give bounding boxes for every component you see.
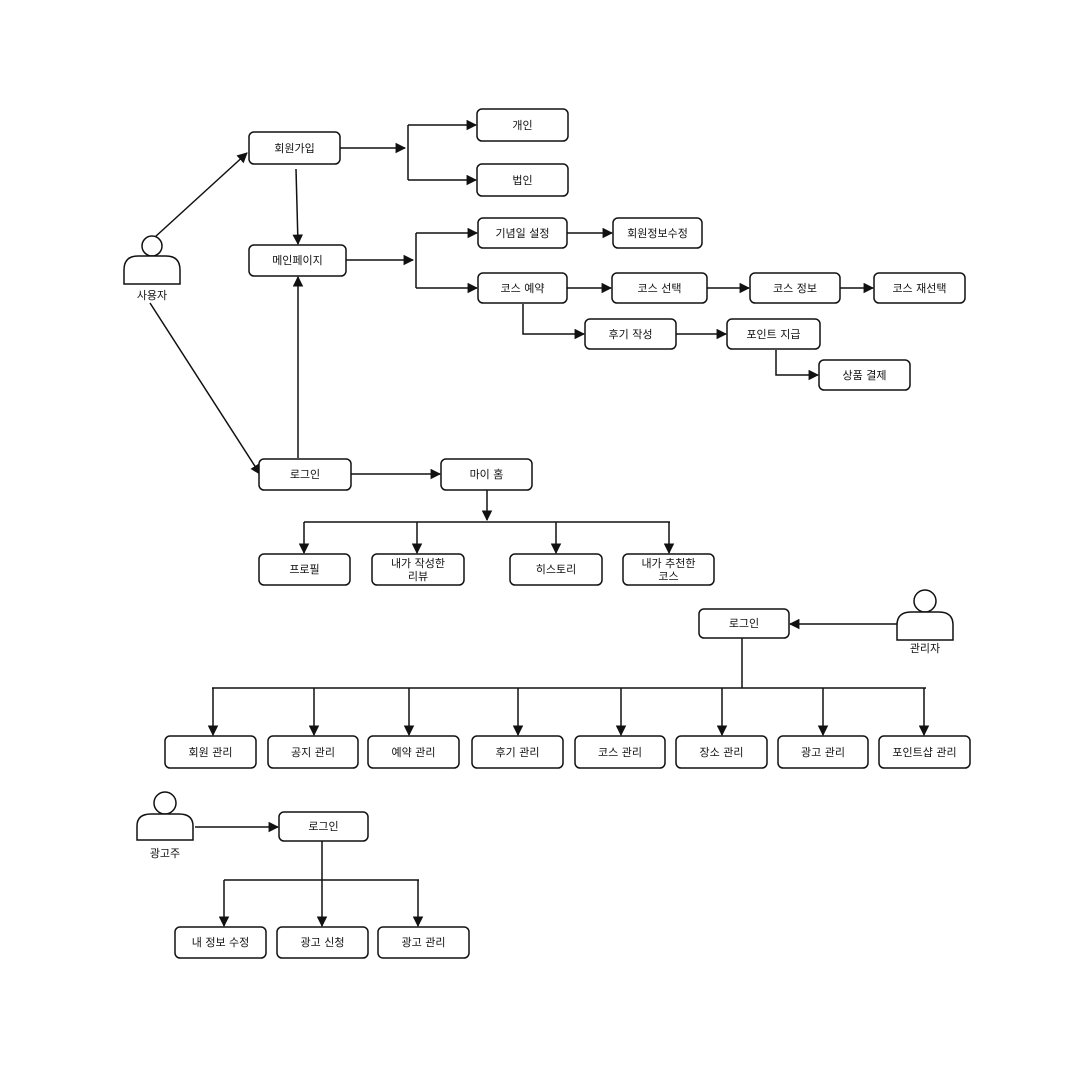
node-product-payment: 상품 결제 bbox=[818, 359, 911, 391]
node-write-review-label: 후기 작성 bbox=[609, 328, 653, 341]
user-actor-head-icon bbox=[141, 235, 163, 257]
node-my-info-edit: 내 정보 수정 bbox=[174, 926, 267, 959]
edge-user-signup bbox=[154, 152, 248, 238]
node-ad-mgmt: 광고 관리 bbox=[777, 735, 869, 769]
node-course-mgmt: 코스 관리 bbox=[574, 735, 666, 769]
node-main-page-label: 메인페이지 bbox=[272, 254, 323, 267]
node-course-reselect-label: 코스 재선택 bbox=[892, 282, 946, 295]
node-edit-member-info: 회원정보수정 bbox=[612, 217, 703, 249]
admin-actor-body-icon bbox=[896, 611, 954, 641]
node-user-login-label: 로그인 bbox=[290, 468, 320, 481]
node-course-booking: 코스 예약 bbox=[477, 272, 568, 304]
node-anniversary: 기념일 설정 bbox=[477, 217, 568, 249]
node-member-mgmt: 회원 관리 bbox=[164, 735, 257, 769]
advertiser-actor: 광고주 bbox=[136, 791, 194, 860]
node-recommended-label-line1: 내가 추천한 bbox=[641, 556, 695, 570]
node-ad-apply: 광고 신청 bbox=[276, 926, 369, 959]
node-my-home-label: 마이 홈 bbox=[470, 467, 504, 481]
node-review-mgmt-label: 후기 관리 bbox=[496, 746, 540, 759]
node-ad-manage-label: 광고 관리 bbox=[402, 936, 446, 949]
node-history: 히스토리 bbox=[509, 553, 603, 586]
node-main-page: 메인페이지 bbox=[248, 244, 347, 277]
node-course-info-label: 코스 정보 bbox=[773, 282, 817, 295]
node-product-payment-label: 상품 결제 bbox=[843, 369, 887, 382]
node-ad-mgmt-label: 광고 관리 bbox=[801, 746, 845, 759]
user-actor: 사용자 bbox=[123, 235, 181, 302]
node-point-payment-label: 포인트 지급 bbox=[746, 328, 800, 341]
node-my-info-edit-label: 내 정보 수정 bbox=[192, 936, 250, 949]
user-actor-body-icon bbox=[123, 255, 181, 285]
node-my-reviews-label-line1: 내가 작성한 bbox=[391, 557, 445, 570]
node-user-login: 로그인 bbox=[258, 458, 352, 491]
node-advertiser-login: 로그인 bbox=[278, 811, 369, 842]
node-individual-label: 개인 bbox=[512, 119, 532, 132]
node-pointshop-mgmt: 포인트샵 관리 bbox=[878, 735, 971, 769]
admin-actor: 관리자 bbox=[896, 589, 954, 655]
node-member-mgmt-label: 회원 관리 bbox=[189, 746, 233, 759]
advertiser-actor-label: 광고주 bbox=[150, 847, 180, 860]
edge-booking-review bbox=[522, 304, 586, 340]
node-place-mgmt-label: 장소 관리 bbox=[700, 746, 744, 759]
node-notice-mgmt: 공지 관리 bbox=[267, 735, 359, 769]
node-profile: 프로필 bbox=[258, 553, 351, 586]
node-admin-login-label: 로그인 bbox=[729, 617, 759, 630]
node-ad-apply-label: 광고 신청 bbox=[301, 936, 345, 949]
node-point-payment: 포인트 지급 bbox=[726, 318, 821, 350]
edge-point-product bbox=[775, 350, 820, 381]
user-actor-label: 사용자 bbox=[137, 289, 167, 302]
node-course-info: 코스 정보 bbox=[749, 272, 841, 304]
node-corporate: 법인 bbox=[476, 163, 569, 197]
node-course-reselect: 코스 재선택 bbox=[873, 272, 966, 304]
node-course-mgmt-label: 코스 관리 bbox=[598, 746, 642, 759]
node-recommended-label-line2: 코스 bbox=[658, 570, 678, 583]
node-reservation-mgmt: 예약 관리 bbox=[367, 735, 460, 769]
node-place-mgmt: 장소 관리 bbox=[675, 735, 768, 769]
node-my-home: 마이 홈 bbox=[440, 458, 533, 491]
admin-actor-label: 관리자 bbox=[910, 642, 940, 655]
connectors bbox=[149, 119, 930, 928]
node-advertiser-login-label: 로그인 bbox=[308, 820, 338, 833]
node-notice-mgmt-label: 공지 관리 bbox=[291, 746, 335, 759]
node-my-reviews-label-line2: 리뷰 bbox=[408, 570, 428, 583]
node-ad-manage: 광고 관리 bbox=[377, 926, 470, 959]
node-write-review: 후기 작성 bbox=[584, 318, 677, 350]
node-admin-login: 로그인 bbox=[698, 608, 790, 639]
edge-user-login bbox=[149, 302, 261, 475]
advertiser-actor-body-icon bbox=[136, 813, 194, 841]
node-my-reviews: 내가 작성한 리뷰 bbox=[371, 553, 465, 586]
node-signup: 회원가입 bbox=[248, 131, 341, 165]
node-pointshop-mgmt-label: 포인트샵 관리 bbox=[892, 746, 956, 759]
node-course-select: 코스 선택 bbox=[611, 272, 708, 304]
node-history-label: 히스토리 bbox=[536, 562, 576, 576]
node-individual: 개인 bbox=[476, 108, 569, 142]
advertiser-actor-head-icon bbox=[153, 791, 177, 815]
node-signup-label: 회원가입 bbox=[274, 142, 314, 155]
node-corporate-label: 법인 bbox=[512, 174, 532, 187]
node-course-booking-label: 코스 예약 bbox=[501, 281, 545, 295]
node-edit-member-info-label: 회원정보수정 bbox=[627, 227, 688, 240]
node-course-select-label: 코스 선택 bbox=[638, 282, 682, 295]
node-reservation-mgmt-label: 예약 관리 bbox=[392, 745, 436, 759]
node-profile-label: 프로필 bbox=[289, 563, 319, 576]
node-anniversary-label: 기념일 설정 bbox=[495, 226, 549, 240]
node-review-mgmt: 후기 관리 bbox=[471, 735, 564, 769]
node-recommended: 내가 추천한 코스 bbox=[622, 553, 715, 586]
edge-signup-main bbox=[292, 168, 303, 246]
admin-actor-head-icon bbox=[913, 589, 937, 613]
